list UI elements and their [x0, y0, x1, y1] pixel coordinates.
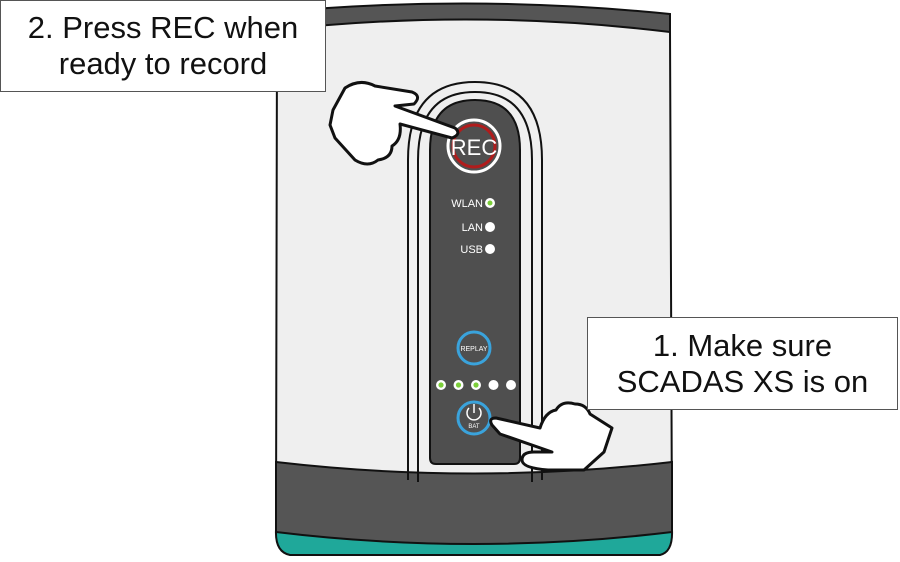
replay-label: REPLAY	[460, 346, 487, 353]
device-bottom-band	[275, 460, 673, 545]
battery-leds	[436, 380, 516, 390]
usb-led	[485, 244, 495, 254]
usb-label: USB	[460, 244, 483, 256]
rec-label: REC	[451, 135, 498, 160]
device-top-band	[276, 2, 671, 34]
pointing-hand-icon-power	[489, 401, 614, 472]
callout-step-2-line2: ready to record	[58, 46, 268, 81]
callout-step-2-line1: 2. Press REC when	[27, 10, 299, 45]
lan-led	[485, 222, 495, 232]
bat-label: BAT	[468, 424, 480, 430]
battery-led-lit	[438, 382, 444, 388]
battery-led-lit	[473, 382, 479, 388]
callout-step-2: 2. Press REC when ready to record	[0, 0, 326, 92]
replay-button[interactable]: REPLAY	[456, 330, 492, 366]
battery-led-lit	[455, 382, 462, 388]
lan-label: LAN	[462, 222, 483, 234]
rec-button[interactable]: REC	[446, 118, 502, 174]
control-panel	[429, 98, 521, 465]
battery-led	[488, 380, 499, 390]
callout-step-1: 1. Make sure SCADAS XS is on	[587, 317, 898, 410]
power-icon	[466, 407, 482, 421]
power-button[interactable]: BAT	[456, 400, 492, 436]
status-indicators: WLAN LAN USB	[451, 198, 495, 256]
battery-led	[506, 380, 516, 390]
pointing-hand-icon-rec	[328, 81, 460, 166]
callout-step-1-line1: 1. Make sure	[652, 327, 833, 363]
wlan-label: WLAN	[451, 198, 483, 210]
callout-step-1-line2: SCADAS XS is on	[616, 363, 869, 399]
